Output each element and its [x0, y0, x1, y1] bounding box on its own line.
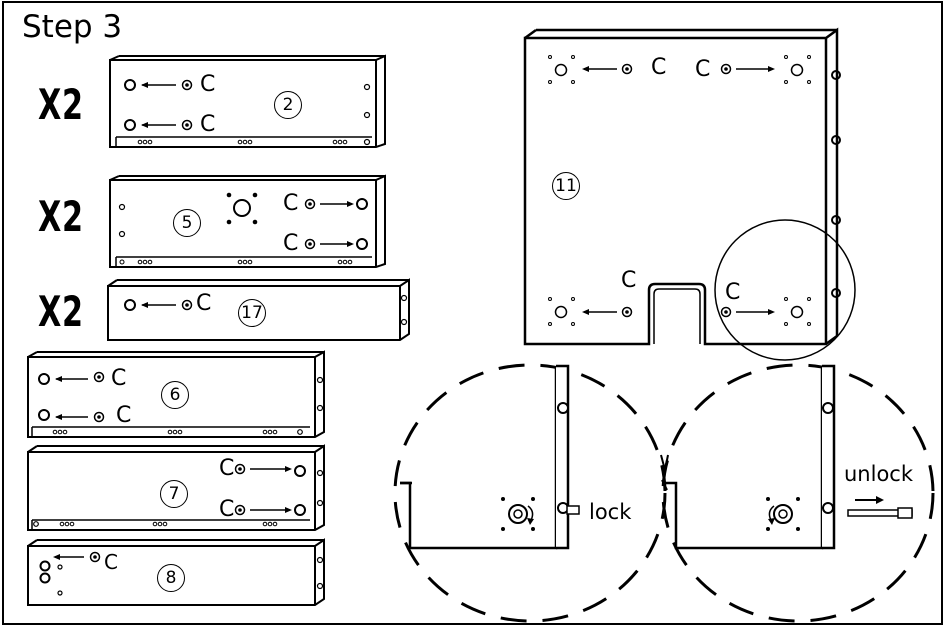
cam-label: C	[116, 403, 132, 428]
cam-label: C	[283, 231, 299, 256]
cam-label: C	[200, 72, 216, 97]
detail-circle-unlock	[661, 363, 935, 623]
cam-label: C	[111, 366, 127, 391]
cam-label: C	[283, 191, 299, 216]
quantity-panel-5: X2	[38, 192, 84, 241]
detail-circle-lock	[393, 363, 667, 623]
unlock-label: unlock	[844, 462, 914, 486]
cam-label: C	[219, 497, 235, 522]
quantity-panel-2: X2	[38, 80, 84, 129]
panel-number-7: 7	[160, 480, 188, 508]
cam-label: C	[621, 268, 637, 293]
lock-detail-drawing	[400, 364, 580, 550]
quantity-panel-17: X2	[38, 287, 84, 336]
cam-label: C	[725, 280, 741, 305]
panel-number-17: 17	[238, 299, 266, 327]
cam-label: C	[104, 550, 118, 574]
cam-label: C	[200, 112, 216, 137]
cam-label: C	[219, 456, 235, 481]
zoom-indicator-circle	[714, 219, 856, 361]
panel-2-drawing	[109, 54, 386, 148]
cam-label: C	[651, 55, 667, 80]
panel-5-drawing	[109, 174, 386, 268]
panel-number-11: 11	[552, 172, 580, 200]
step-title: Step 3	[22, 9, 123, 45]
panel-number-8: 8	[157, 564, 185, 592]
lock-label: lock	[589, 500, 632, 524]
panel-number-5: 5	[173, 209, 201, 237]
unlock-detail-drawing	[664, 364, 913, 550]
cam-label: C	[196, 291, 212, 316]
panel-11-drawing	[523, 27, 841, 346]
cam-label: C	[695, 57, 711, 82]
panel-number-6: 6	[161, 381, 189, 409]
panel-number-2: 2	[274, 91, 302, 119]
break-mark	[660, 454, 669, 491]
